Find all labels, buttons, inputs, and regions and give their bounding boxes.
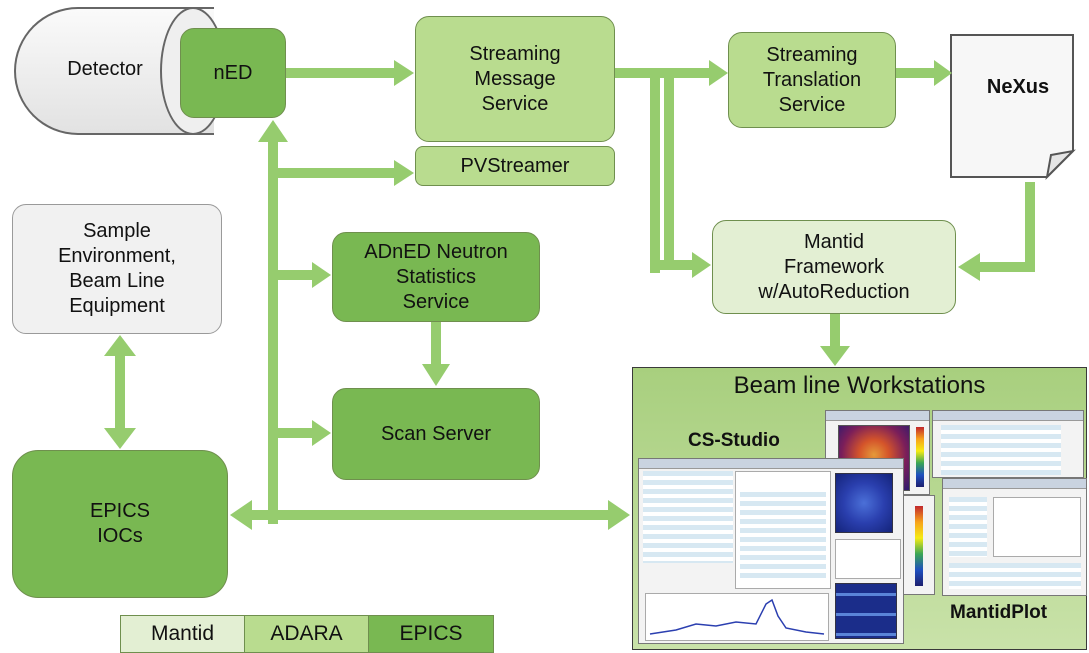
cs-studio-window: [638, 458, 904, 644]
arrowhead-bus-to-scan: [312, 420, 331, 446]
legend-epics: EPICS: [369, 616, 493, 652]
sms-box: Streaming Message Service: [415, 16, 615, 142]
arrow-ned-to-sms: [286, 68, 396, 78]
pvstreamer-box: PVStreamer: [415, 146, 615, 186]
arrow-epics-bus: [268, 140, 278, 524]
ned-box: nED: [180, 28, 286, 118]
nexus-file-icon: [950, 34, 1076, 180]
arrow-bus-to-adned: [278, 270, 314, 280]
arrow-iocs-to-ws: [248, 510, 610, 520]
arrow-adned-to-scan: [431, 322, 441, 366]
mantidplot-window-2: [932, 410, 1084, 478]
arrowhead-mantid-to-ws: [820, 346, 850, 366]
arrowhead-adned-to-scan: [422, 364, 450, 386]
adned-box: ADnED Neutron Statistics Service: [332, 232, 540, 322]
arrowhead-ned-to-sms: [394, 60, 414, 86]
arrow-sms-to-sts: [615, 68, 711, 78]
arrowhead-bus-to-adned: [312, 262, 331, 288]
nexus-label: NeXus: [986, 76, 1050, 98]
arrowhead-iocs-up: [104, 428, 136, 449]
workstations-title: Beam line Workstations: [733, 372, 986, 399]
arrowhead-sts-to-nexus: [934, 60, 952, 86]
cs-studio-label: CS-Studio: [688, 430, 780, 451]
arrowhead-env-up: [104, 335, 136, 356]
arrowhead-sms-to-sts: [709, 60, 728, 86]
legend: Mantid ADARA EPICS: [120, 615, 494, 653]
arrowhead-sms-to-mantid: [692, 252, 711, 278]
sample-environment-box: Sample Environment, Beam Line Equipment: [12, 204, 222, 334]
sts-box: Streaming Translation Service: [728, 32, 896, 128]
mantidplot-label: MantidPlot: [950, 602, 1048, 623]
arrow-env-iocs: [115, 352, 125, 430]
scan-server-box: Scan Server: [332, 388, 540, 480]
arrow-mantid-to-ws: [830, 314, 840, 348]
arrowhead-bus-to-ned: [258, 120, 288, 142]
arrow-sts-to-nexus: [896, 68, 936, 78]
mantid-framework-box: Mantid Framework w/AutoReduction: [712, 220, 956, 314]
arrow-bus-to-scan: [278, 428, 314, 438]
arrowhead-bus-to-pvstreamer: [394, 160, 414, 186]
arrowhead-ws-to-iocs: [230, 500, 252, 530]
arrow-nexus-down: [1025, 182, 1035, 272]
legend-adara: ADARA: [245, 616, 369, 652]
arrow-bus-to-pvstreamer: [278, 168, 396, 178]
legend-mantid: Mantid: [121, 616, 245, 652]
arrow-nexus-left: [978, 262, 1035, 272]
mantidplot-dialog: [942, 478, 1087, 596]
arrow-sms-branch-1: [650, 73, 660, 273]
arrowhead-iocs-to-ws: [608, 500, 630, 530]
arrow-sms-branch-2: [664, 73, 674, 261]
arrow-sms-branch-3: [650, 260, 694, 270]
epics-iocs-box: EPICS IOCs: [12, 450, 228, 598]
detector-label: Detector: [67, 58, 143, 80]
arrowhead-nexus-to-mantid: [958, 253, 980, 281]
